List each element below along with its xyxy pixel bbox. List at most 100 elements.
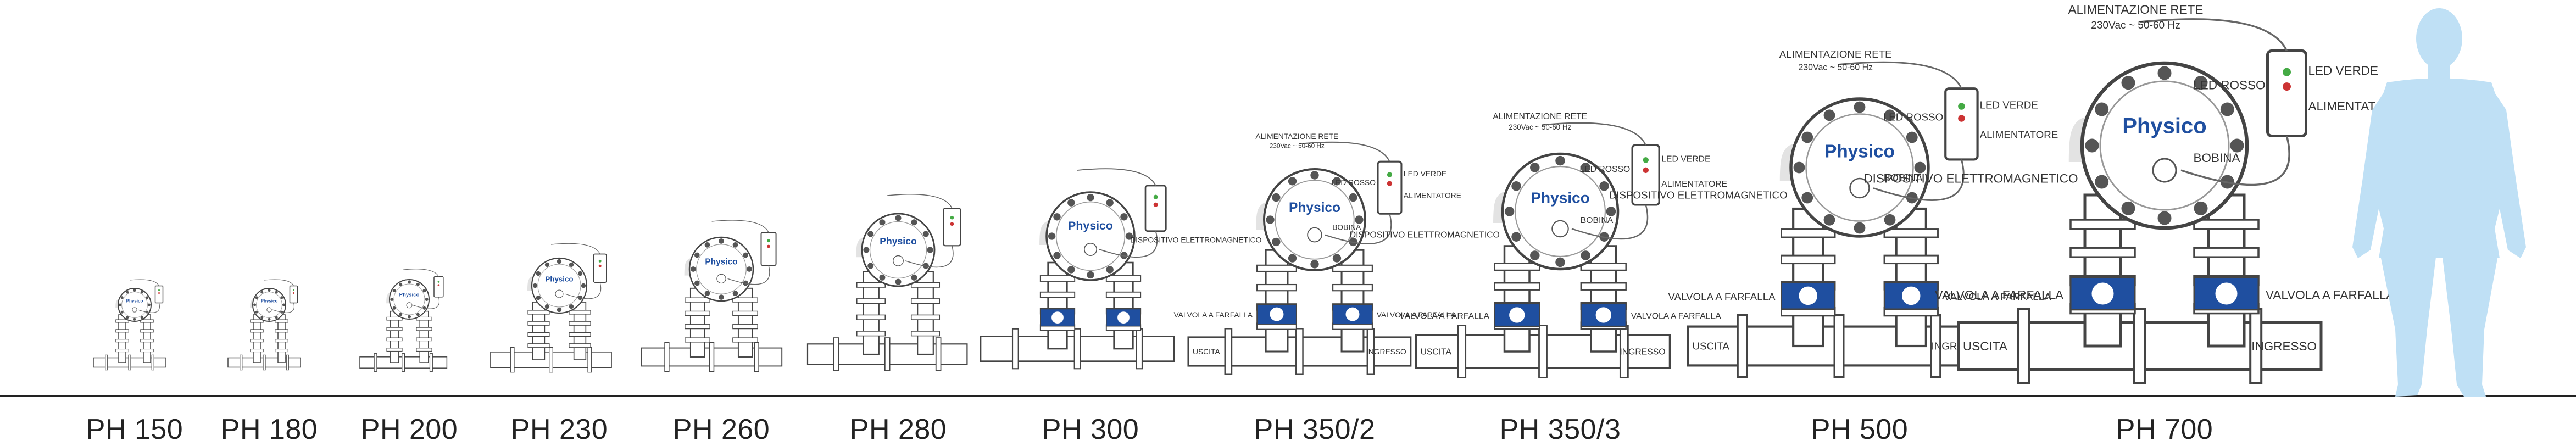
disc-bolt: [704, 242, 710, 248]
disc-bolt: [895, 215, 902, 221]
disc-inner-ring: [537, 264, 581, 308]
brand-logo-text: Physico: [261, 299, 278, 304]
brand-logo-text: Physico: [1824, 141, 1895, 161]
disc-bolt: [2194, 201, 2208, 215]
pipe-flange: [263, 354, 266, 371]
pipe-flange: [1457, 325, 1467, 379]
disc-inner-ring: [1055, 201, 1126, 271]
callout-coil: BOBINA: [1581, 216, 1614, 225]
riser-flange: [275, 319, 288, 323]
disc-bolt: [719, 294, 724, 300]
disc-bolt: [1914, 161, 1926, 174]
callout-power-spec: 230Vac ~ 50-60 Hz: [1270, 142, 1325, 149]
callout-led-green: LED VERDE: [1661, 155, 1710, 164]
disc-bolt: [536, 295, 541, 300]
mains-cable: [1839, 61, 1962, 89]
disc-bolt: [569, 262, 574, 267]
disc-bolt: [425, 298, 429, 301]
mains-cable: [550, 243, 600, 254]
disc-bolt: [1087, 271, 1094, 279]
disc-bolt: [422, 289, 426, 293]
coil-cable: [1325, 214, 1392, 244]
led-green-icon: [950, 215, 954, 220]
brand-logo-text: Physico: [399, 292, 420, 298]
riser-flange: [416, 337, 432, 342]
mains-cable: [711, 220, 769, 233]
led-green-icon: [1643, 157, 1649, 163]
disc-bolt: [408, 315, 411, 319]
valve-hub: [1799, 286, 1817, 305]
pipe-flange: [1833, 314, 1845, 378]
pipe-flange: [935, 337, 942, 371]
power-supply-box: [593, 253, 607, 283]
disc-bolt: [879, 274, 886, 281]
brand-logo-text: Physico: [2122, 114, 2206, 138]
led-red-icon: [1153, 202, 1158, 207]
disc-bolt: [120, 310, 124, 314]
disc-bolt: [260, 291, 264, 294]
disc-bolt: [1801, 192, 1813, 204]
disc-bolt: [126, 291, 129, 294]
riser-flange: [569, 310, 591, 315]
riser-flange: [250, 319, 264, 323]
callout-power-supply: ALIMENTAZIONE RETE: [1493, 112, 1587, 121]
electromagnetic-disc: [1263, 168, 1366, 271]
pipe-flange: [549, 347, 554, 373]
disc-bolt: [133, 317, 136, 321]
riser-flange: [1494, 282, 1540, 291]
riser-flange: [115, 329, 129, 333]
disc-bolt: [1555, 155, 1565, 166]
riser-flange: [140, 329, 154, 333]
pipe-flange: [1073, 328, 1081, 370]
disc-inner-ring: [2099, 80, 2230, 211]
disc-bolt: [1120, 213, 1128, 221]
riser-flange: [856, 314, 886, 320]
disc-bolt: [694, 280, 700, 286]
valve-hub: [1117, 311, 1130, 324]
disc-bolt: [1053, 213, 1061, 221]
disc-bolt: [927, 247, 933, 253]
disc-bolt: [1884, 214, 1896, 226]
electromagnetic-disc: [1501, 152, 1620, 271]
electromagnetic-disc: [688, 236, 754, 302]
model-label-ph350-3: PH 350/3: [1499, 414, 1621, 445]
callout-led-red: LED ROSSO: [1331, 179, 1376, 187]
callout-power-unit: ALIMENTATORE: [1404, 192, 1461, 200]
disc-bolt: [1288, 254, 1297, 263]
led-green-icon: [767, 239, 770, 243]
led-green-icon: [437, 281, 440, 283]
mains-cable: [1077, 168, 1156, 186]
model-label-ph150: PH 150: [86, 414, 183, 445]
callout-led-green: LED VERDE: [1980, 99, 2038, 110]
riser-flange: [115, 319, 129, 323]
callout-valve-left: VALVOLA A FARFALLA: [1399, 311, 1490, 321]
disc-bolt: [1048, 232, 1056, 240]
disc-bolt: [399, 282, 403, 286]
coil-cable: [1873, 159, 1965, 202]
disc-bolt: [732, 291, 738, 297]
riser-pipe: [1590, 245, 1617, 353]
disc-bolt: [2230, 138, 2244, 153]
model-label-ph280: PH 280: [849, 414, 947, 445]
riser-flange: [140, 319, 154, 323]
disc-bolt: [253, 303, 257, 306]
disc-bolt: [1067, 266, 1075, 274]
disc-bolt: [1272, 237, 1281, 247]
disc-bolt: [1854, 101, 1866, 113]
led-red-icon: [950, 222, 954, 226]
pipe-flange: [374, 353, 377, 372]
riser-flange: [1332, 283, 1373, 292]
disc-bolt: [255, 310, 258, 314]
riser-flange: [910, 314, 941, 320]
riser-flange: [2193, 247, 2260, 258]
disc-inner-ring: [1515, 166, 1606, 257]
callout-valve-right: VALVOLA A FARFALLA: [1944, 291, 2051, 303]
riser-flange: [685, 324, 710, 330]
disc-bolt: [694, 252, 700, 258]
riser-flange: [685, 297, 710, 303]
disc-bolt: [1332, 177, 1342, 186]
mains-cable: [403, 269, 439, 277]
coil-connector: [1551, 220, 1569, 238]
model-label-ph300: PH 300: [1042, 414, 1139, 445]
